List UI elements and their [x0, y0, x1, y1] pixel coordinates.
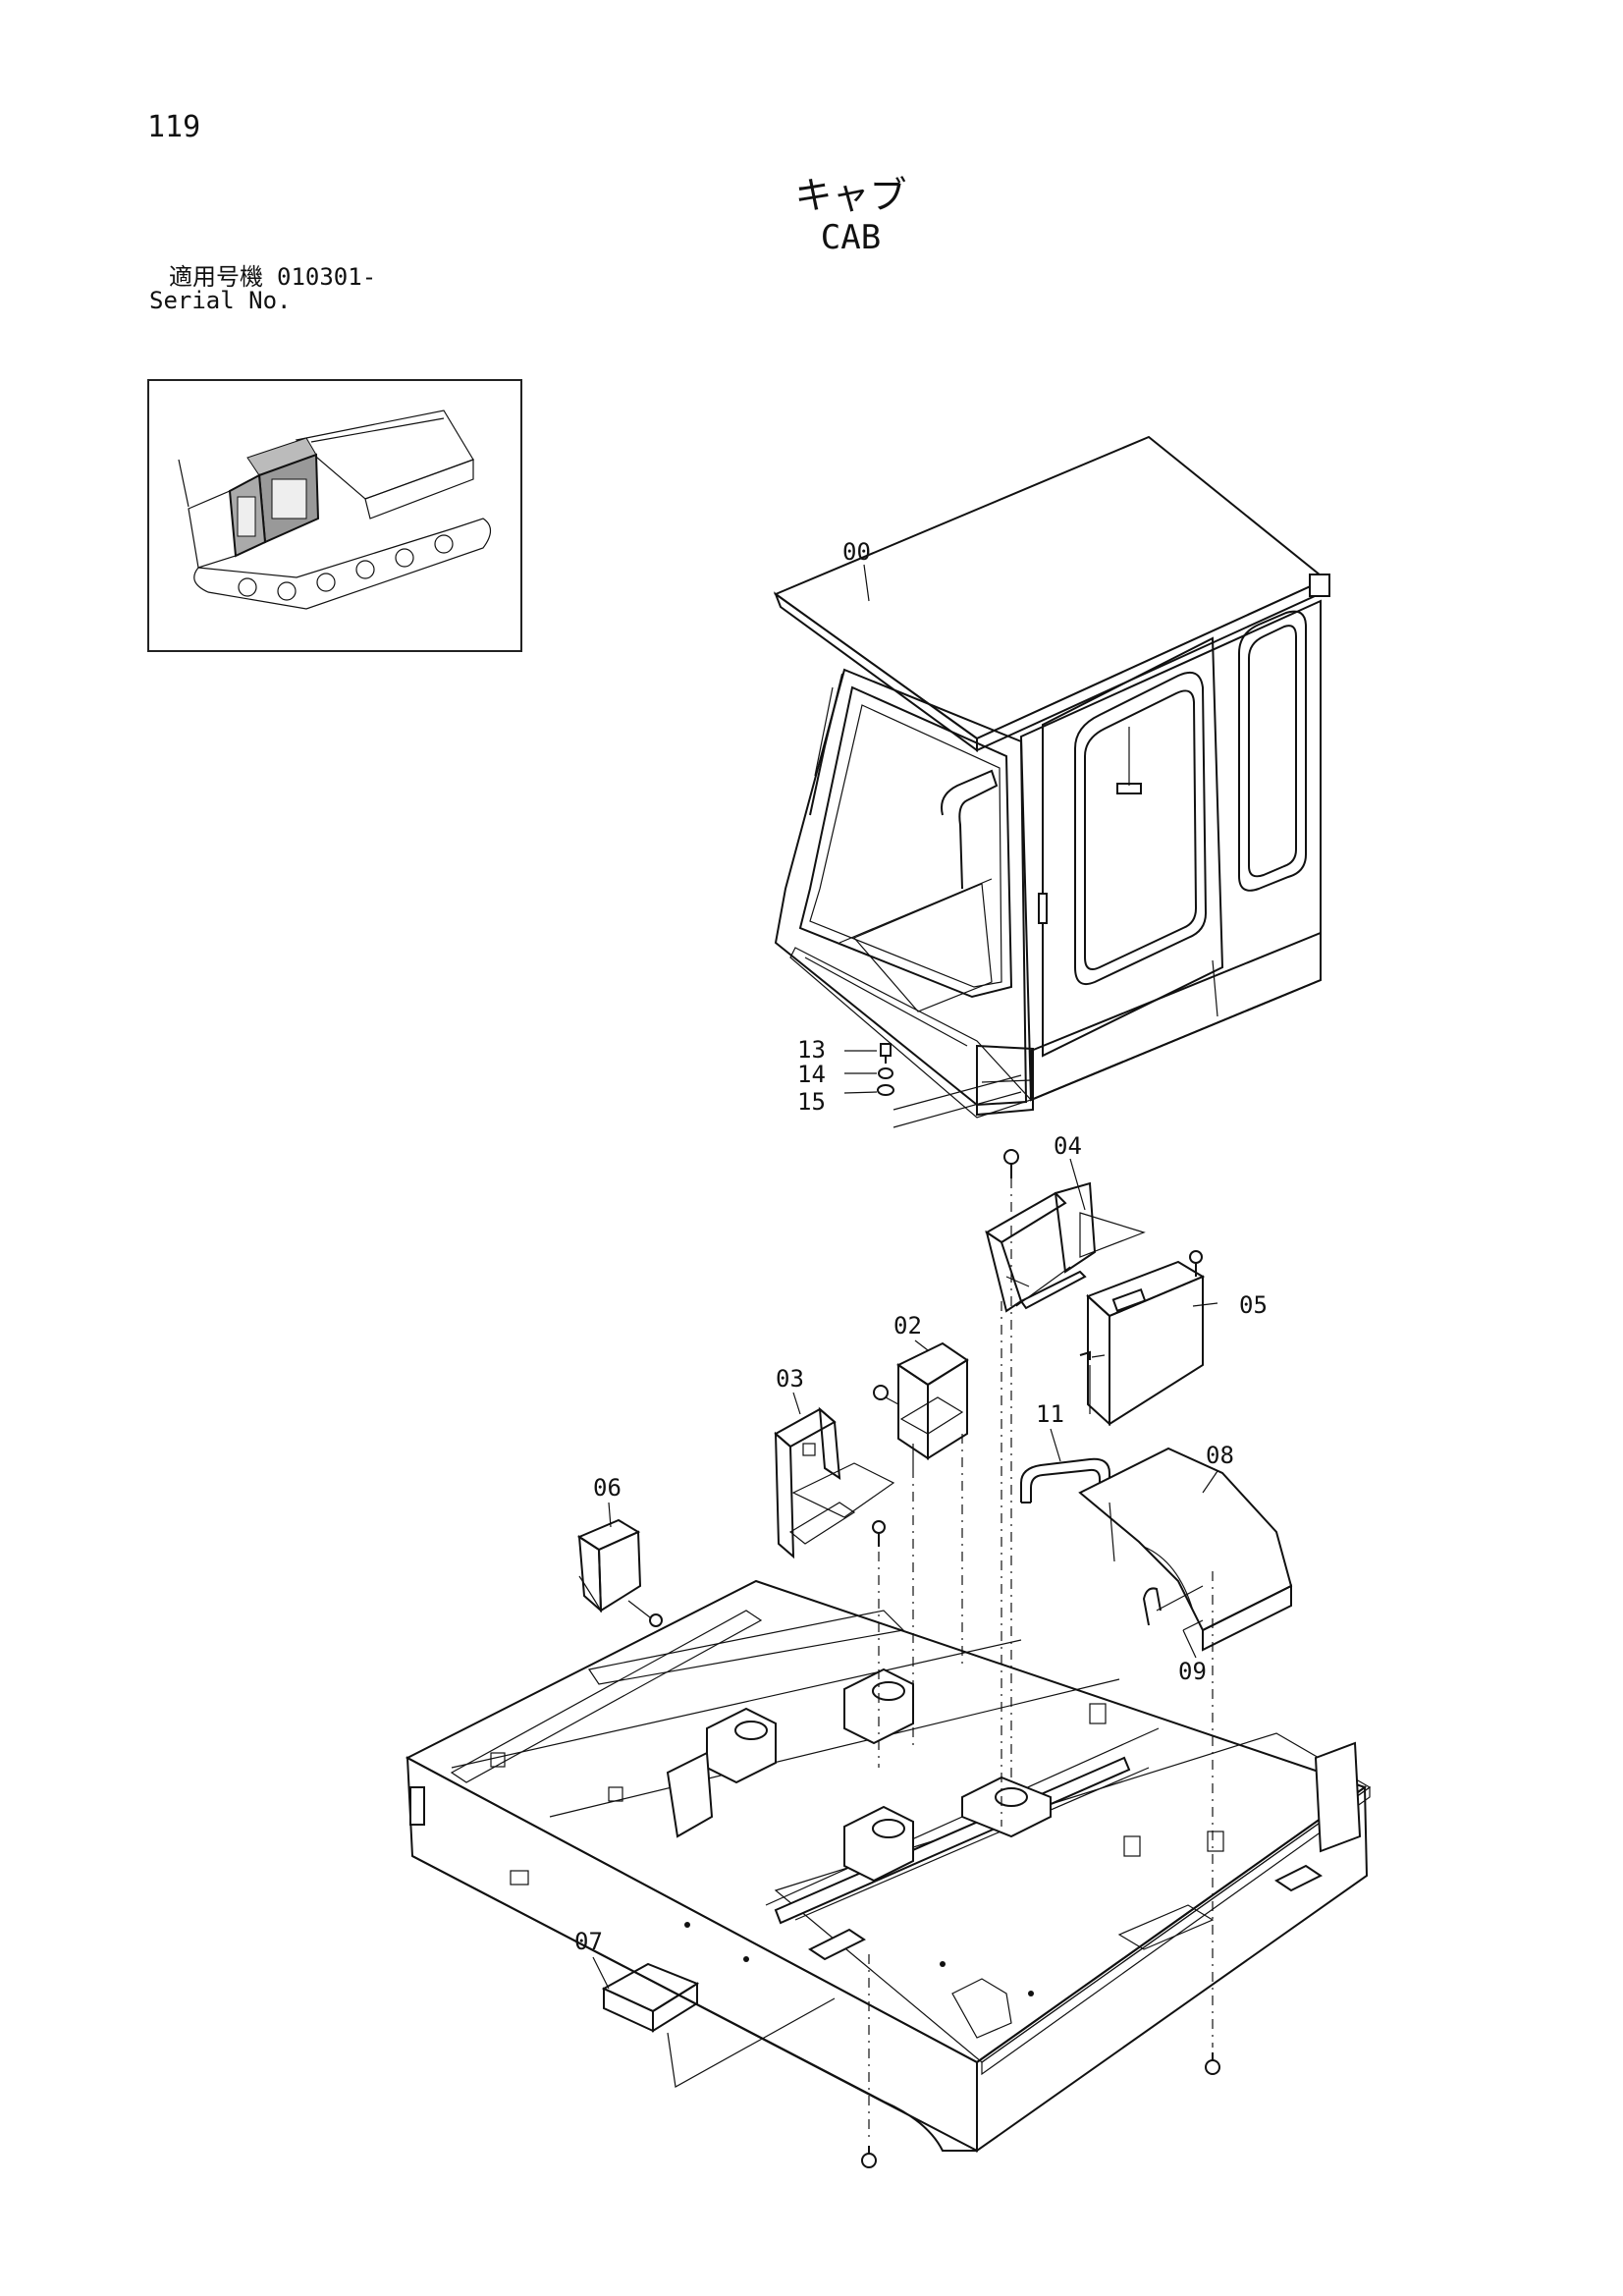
part-03-bracket-illustration [774, 1406, 895, 1559]
serial-label-japanese: 適用号機 [169, 263, 263, 291]
part-05-cover-illustration [1079, 1250, 1206, 1427]
serial-code: 010301- [277, 263, 377, 291]
part-09-clip-illustration [1142, 1585, 1204, 1631]
callout-leaders [592, 564, 1218, 1990]
part-02-bracket-illustration [873, 1341, 969, 1468]
part-06-cover-illustration [576, 1518, 663, 1627]
callout-05: 05 [1239, 1291, 1268, 1319]
assembly-lines [861, 1301, 1220, 2168]
part-04-bracket-illustration [985, 1149, 1146, 1807]
machine-thumbnail [147, 379, 522, 652]
callout-15: 15 [797, 1088, 826, 1116]
callout-labels: 00 04 05 02 03 11 08 06 09 07 13 14 15 [574, 538, 1268, 1955]
page-number: 119 [147, 110, 201, 144]
part-07-cover-illustration [601, 1962, 836, 2088]
callout-02: 02 [893, 1312, 922, 1339]
callout-13: 13 [797, 1036, 826, 1064]
callout-14: 14 [797, 1061, 826, 1088]
callout-03: 03 [776, 1365, 804, 1393]
crawler-carrier-icon [178, 410, 492, 610]
callout-11: 11 [1036, 1400, 1064, 1428]
callout-06: 06 [593, 1474, 622, 1502]
page-title-english: CAB [820, 218, 882, 257]
serial-applicability: 適用号機 010301- [169, 257, 376, 292]
callout-00: 00 [842, 538, 871, 566]
serial-label-english: Serial No. [149, 287, 292, 314]
callout-08: 08 [1206, 1442, 1234, 1469]
callout-07: 07 [574, 1928, 603, 1955]
part-00-cab-illustration [773, 435, 1330, 1128]
callout-04: 04 [1054, 1132, 1082, 1160]
callout-09: 09 [1178, 1658, 1207, 1685]
part-13-14-15-fasteners [843, 1043, 894, 1096]
page-title-japanese: キャブ [794, 174, 907, 217]
part-08-mat-illustration [1078, 1447, 1293, 1652]
main-floor-frame-illustration [405, 1579, 1372, 2153]
